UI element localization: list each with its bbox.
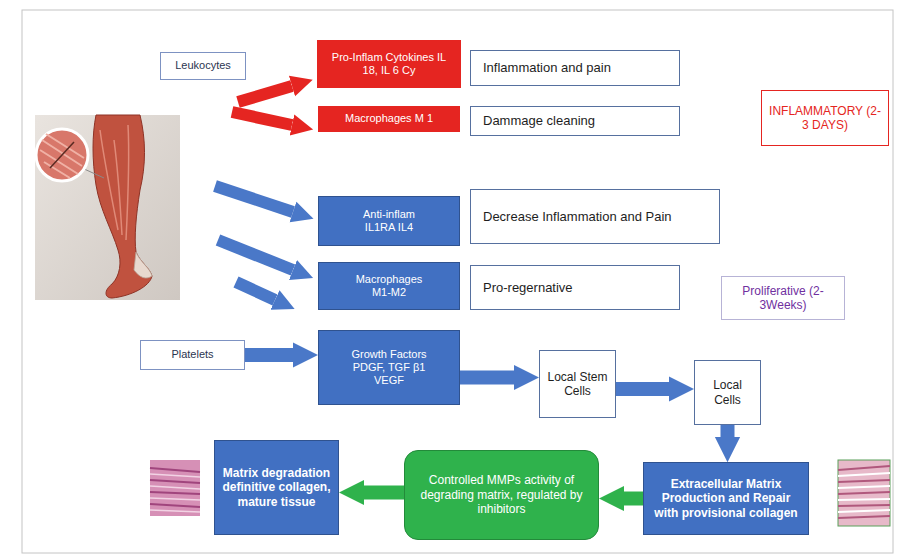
muscle-fibers: [100, 125, 129, 240]
box-label: Proliferative (2-3Weeks): [728, 284, 838, 313]
muscle-inset: [36, 129, 88, 181]
process-box: Pro-Inflam Cytokines IL 18, IL 6 Cy: [317, 40, 461, 88]
flow-arrow: [624, 492, 643, 506]
box-label: Pro-Inflam Cytokines IL 18, IL 6 Cy: [324, 51, 454, 77]
stage-box: Extracellular Matrix Production and Repa…: [643, 462, 809, 535]
box-label: Local Cells: [701, 378, 754, 407]
blue-arrow: [218, 240, 293, 270]
effect-box: Decrease Inflammation and Pain: [470, 189, 720, 244]
box-label: Growth Factors PDGF, TGF β1 VEGF: [348, 348, 430, 388]
process-box: Macrophages M1-M2: [318, 262, 460, 310]
tendon: [134, 252, 152, 278]
box-label: Controlled MMPs activity of degrading ma…: [411, 473, 592, 516]
flow-arrow: [364, 486, 404, 500]
flow-arrow: [460, 371, 514, 385]
leg-background: [35, 115, 180, 300]
box-label: Macrophages M 1: [345, 112, 433, 125]
blue-arrow: [236, 282, 275, 300]
flow-arrow: [616, 382, 669, 396]
cell-box: Local Cells: [694, 360, 761, 425]
inset-tear: [50, 142, 74, 168]
process-box: Growth Factors PDGF, TGF β1 VEGF: [318, 330, 460, 405]
frame: [22, 10, 893, 553]
box-label: Pro-regernative: [483, 280, 573, 296]
histology-right: [838, 460, 890, 526]
histology-left: [150, 460, 200, 516]
rounded-box: Controlled MMPs activity of degrading ma…: [404, 450, 599, 540]
red-arrow: [232, 112, 292, 125]
phase-box: INFLAMMATORY (2-3 DAYS): [761, 90, 889, 146]
blue-arrow: [215, 186, 293, 212]
box-label: Leukocytes: [175, 59, 231, 72]
flow-arrow: [721, 425, 735, 437]
box-label: Extracellular Matrix Production and Repa…: [650, 477, 802, 520]
effect-box: Dammage cleaning: [470, 106, 680, 136]
histology-image: [838, 460, 890, 526]
process-box: Macrophages M 1: [318, 106, 460, 132]
leg-muscle: [93, 115, 152, 298]
source-box: Platelets: [140, 340, 245, 370]
box-label: Dammage cleaning: [483, 113, 595, 129]
process-box: Anti-inflam IL1RA IL4: [318, 196, 460, 246]
red-arrow: [238, 86, 292, 102]
box-label: Matrix degradation definitive collagen, …: [221, 466, 332, 509]
leg-illustration: [35, 115, 180, 300]
flow-arrow: [245, 348, 293, 362]
stage-box: Matrix degradation definitive collagen, …: [214, 440, 339, 535]
phase-box: Proliferative (2-3Weeks): [721, 276, 845, 320]
inset-fibers: [40, 134, 84, 178]
effect-box: Pro-regernative: [470, 265, 680, 310]
histology-fibers: [838, 466, 890, 518]
box-label: Anti-inflam IL1RA IL4: [349, 208, 429, 234]
box-label: INFLAMMATORY (2-3 DAYS): [768, 104, 882, 133]
source-arrows: [215, 86, 293, 300]
histology-image: [150, 460, 200, 516]
cell-box: Local Stem Cells: [539, 350, 616, 418]
histology-gaps: [150, 474, 200, 512]
histology-gaps: [838, 473, 890, 512]
effect-box: Inflammation and pain: [470, 50, 680, 86]
box-label: Local Stem Cells: [546, 370, 609, 399]
box-label: Macrophages M1-M2: [349, 273, 429, 299]
box-label: Platelets: [171, 348, 213, 361]
box-label: Inflammation and pain: [483, 60, 611, 76]
source-box: Leukocytes: [160, 52, 246, 80]
box-label: Decrease Inflammation and Pain: [483, 209, 672, 225]
